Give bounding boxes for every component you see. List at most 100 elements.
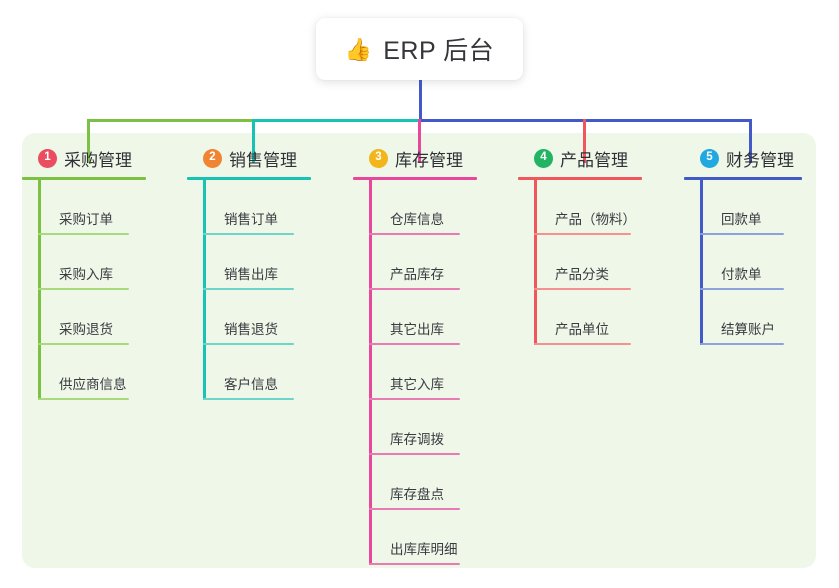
branch-item[interactable]: 客户信息 — [203, 345, 352, 400]
branch-item-rule — [203, 343, 294, 345]
branch-item-label: 销售出库 — [224, 267, 278, 282]
branch-item-label: 产品单位 — [555, 322, 609, 337]
branch-item[interactable]: 其它入库 — [369, 345, 518, 400]
branch-item[interactable]: 采购入库 — [38, 235, 187, 290]
branch-title: 采购管理 — [64, 150, 132, 170]
branch-item[interactable]: 仓库信息 — [369, 180, 518, 235]
branch-item-label: 采购入库 — [59, 267, 113, 282]
branch-item-rule — [203, 233, 294, 235]
branch-item-label: 付款单 — [721, 267, 762, 282]
branch-item-rule — [38, 233, 129, 235]
branch-item[interactable]: 销售出库 — [203, 235, 352, 290]
branch-item[interactable]: 采购订单 — [38, 180, 187, 235]
root-title: ERP 后台 — [383, 37, 495, 65]
branch-item-rule — [369, 233, 460, 235]
branch-item[interactable]: 产品分类 — [534, 235, 683, 290]
branch-item-label: 采购退货 — [59, 322, 113, 337]
branch-drop-5 — [749, 119, 752, 163]
branch-number-badge: 2 — [203, 148, 222, 168]
branch-header-rule — [518, 177, 642, 180]
branch-item[interactable]: 回款单 — [700, 180, 834, 235]
bus-segment-2 — [252, 119, 421, 122]
branch-item[interactable]: 其它出库 — [369, 290, 518, 345]
branch-items: 销售订单销售出库销售退货客户信息 — [187, 180, 352, 400]
branch-item-rule — [38, 288, 129, 290]
branch-item-label: 供应商信息 — [59, 377, 127, 392]
branch-column-1: 1 采购管理采购订单采购入库采购退货供应商信息 — [22, 146, 187, 400]
branch-item-label: 出库库明细 — [390, 542, 458, 557]
branch-item[interactable]: 采购退货 — [38, 290, 187, 345]
branch-spine — [700, 180, 703, 345]
branch-items: 采购订单采购入库采购退货供应商信息 — [22, 180, 187, 400]
branch-item-label: 仓库信息 — [390, 212, 444, 227]
branch-title: 财务管理 — [726, 150, 794, 170]
branch-item-label: 其它出库 — [390, 322, 444, 337]
branch-title: 产品管理 — [560, 150, 628, 170]
branch-header-2[interactable]: 2 销售管理 — [187, 146, 352, 170]
branch-header-rule — [187, 177, 311, 180]
branch-item-rule — [700, 233, 784, 235]
trunk-line — [419, 80, 422, 122]
branch-item-label: 产品分类 — [555, 267, 609, 282]
branch-item-label: 采购订单 — [59, 212, 113, 227]
branch-item-rule — [534, 288, 631, 290]
root-node[interactable]: 👍 ERP 后台 — [316, 18, 523, 80]
branch-item[interactable]: 付款单 — [700, 235, 834, 290]
branch-item-rule — [38, 398, 129, 400]
branch-item[interactable]: 产品单位 — [534, 290, 683, 345]
branch-column-5: 5 财务管理回款单付款单结算账户 — [684, 146, 834, 345]
branch-spine — [534, 180, 537, 345]
branch-item[interactable]: 销售退货 — [203, 290, 352, 345]
branch-item-rule — [534, 343, 631, 345]
branch-item[interactable]: 产品（物料） — [534, 180, 683, 235]
branch-item[interactable]: 库存调拨 — [369, 400, 518, 455]
branch-item[interactable]: 结算账户 — [700, 290, 834, 345]
branch-spine — [203, 180, 206, 400]
branch-item-rule — [369, 453, 460, 455]
branch-item-label: 回款单 — [721, 212, 762, 227]
branch-item[interactable]: 供应商信息 — [38, 345, 187, 400]
branch-item-label: 产品（物料） — [555, 212, 636, 227]
branch-drop-3 — [418, 119, 421, 163]
branch-item-label: 客户信息 — [224, 377, 278, 392]
branch-item[interactable]: 出库库明细 — [369, 510, 518, 565]
branch-title: 库存管理 — [395, 150, 463, 170]
branch-item[interactable]: 产品库存 — [369, 235, 518, 290]
branch-items: 产品（物料） 产品分类产品单位 — [518, 180, 683, 345]
branch-item-label: 其它入库 — [390, 377, 444, 392]
branch-item-label: 结算账户 — [721, 322, 775, 337]
branch-header-1[interactable]: 1 采购管理 — [22, 146, 187, 170]
branch-item-rule — [369, 563, 460, 565]
branch-number-badge: 5 — [700, 148, 719, 168]
branch-drop-1 — [87, 119, 90, 163]
branch-item-rule — [369, 508, 460, 510]
branch-header-5[interactable]: 5 财务管理 — [684, 146, 834, 170]
branch-header-rule — [353, 177, 477, 180]
branch-column-2: 2 销售管理销售订单销售出库销售退货客户信息 — [187, 146, 352, 400]
branch-item-rule — [38, 343, 129, 345]
branch-item-label: 产品库存 — [390, 267, 444, 282]
branch-item-rule — [700, 343, 784, 345]
branch-number-badge: 1 — [38, 148, 57, 168]
bus-segment-1 — [87, 119, 255, 122]
branch-item[interactable]: 库存盘点 — [369, 455, 518, 510]
branch-title: 销售管理 — [229, 150, 297, 170]
branch-spine — [38, 180, 41, 400]
branch-item-label: 库存调拨 — [390, 432, 444, 447]
branch-item-rule — [534, 233, 631, 235]
branch-header-rule — [684, 177, 802, 180]
branch-item-rule — [203, 398, 294, 400]
branch-item-label: 销售订单 — [224, 212, 278, 227]
branch-drop-2 — [252, 119, 255, 163]
branch-items: 仓库信息产品库存其它出库其它入库库存调拨库存盘点出库库明细 — [353, 180, 518, 565]
branch-item-rule — [369, 343, 460, 345]
branch-item-rule — [700, 288, 784, 290]
branch-item-rule — [369, 398, 460, 400]
branch-item-rule — [369, 288, 460, 290]
branch-item[interactable]: 销售订单 — [203, 180, 352, 235]
